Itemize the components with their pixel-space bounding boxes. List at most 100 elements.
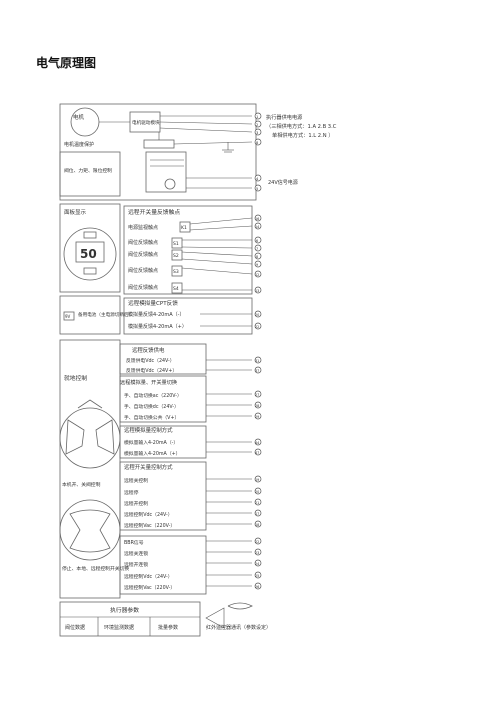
motor-symbol — [70, 107, 100, 137]
svg-text:8: 8 — [256, 141, 259, 145]
switch-ctrl-box — [119, 461, 207, 531]
svg-text:阀位数据: 阀位数据 — [65, 624, 85, 631]
svg-text:14: 14 — [255, 225, 259, 229]
right-wires — [206, 359, 252, 587]
svg-text:环境监测数据: 环境监测数据 — [104, 624, 134, 631]
svg-text:阀位反馈触点: 阀位反馈触点 — [128, 239, 158, 246]
knob-open-close — [59, 407, 121, 469]
svg-text:电源监视触点: 电源监视触点 — [128, 224, 158, 231]
svg-text:远程开关量控制方式: 远程开关量控制方式 — [124, 463, 173, 471]
battery-title: 备用电池（主电源切断后） — [78, 311, 133, 318]
svg-text:9: 9 — [256, 263, 258, 267]
svg-text:远程开控制: 远程开控制 — [124, 500, 148, 507]
page-title: 电气原理图 — [36, 56, 97, 70]
power-3phase: （三相供电方式：1.A 2.B 3.C — [266, 122, 337, 130]
svg-text:24: 24 — [255, 562, 259, 566]
svg-text:4: 4 — [256, 177, 259, 181]
svg-text:29: 29 — [255, 415, 259, 419]
motor-driver-label: 电机驱动模块 — [132, 119, 160, 126]
svg-text:26: 26 — [255, 585, 259, 589]
svg-text:反馈供电Vdc（24V-）: 反馈供电Vdc（24V-） — [126, 357, 175, 364]
svg-text:17: 17 — [255, 512, 259, 516]
svg-text:模拟量输入4-20mA（+）: 模拟量输入4-20mA（+） — [124, 450, 180, 457]
svg-text:模拟量输入4-20mA（-）: 模拟量输入4-20mA（-） — [124, 439, 178, 446]
top-terminals: 1 2 3 8 4 5 — [254, 112, 262, 192]
relay-box — [123, 205, 253, 295]
svg-text:25: 25 — [255, 574, 259, 578]
svg-text:22: 22 — [255, 540, 259, 544]
svg-text:阀位反馈触点: 阀位反馈触点 — [128, 284, 158, 291]
svg-text:远程控制Vdc（24V-）: 远程控制Vdc（24V-） — [124, 511, 173, 518]
output-24v-label: 24V信号电源 — [268, 179, 298, 186]
svg-text:远程模拟量控制方式: 远程模拟量控制方式 — [124, 426, 173, 434]
params-box — [59, 601, 201, 637]
panel-digits: 50 — [80, 247, 97, 261]
svg-text:批量参数: 批量参数 — [158, 624, 178, 631]
svg-text:47: 47 — [255, 451, 259, 455]
relay-title: 远程开关量反馈触点 — [128, 208, 180, 216]
svg-text:28: 28 — [255, 404, 259, 408]
svg-text:18: 18 — [255, 523, 259, 527]
analog-fb-title: 远程模拟量CPT反馈 — [128, 299, 178, 307]
svg-text:19: 19 — [255, 478, 259, 482]
battery-box — [59, 295, 121, 335]
analog-fb-box — [123, 297, 253, 335]
power-1phase: 单相供电方式：1.L 2.N ） — [272, 131, 333, 139]
svg-text:远程模拟量、开关量切换: 远程模拟量、开关量切换 — [120, 378, 178, 386]
svg-text:S4: S4 — [173, 286, 179, 292]
svg-text:23: 23 — [255, 551, 259, 555]
valve-pos-label: 阀位、力矩、限位控制 — [64, 167, 112, 174]
right-terminals: 31 37 27 28 29 44 47 19 20 21 17 18 22 2… — [254, 356, 262, 590]
svg-text:模拟量反馈4-20mA（-）: 模拟量反馈4-20mA（-） — [128, 311, 184, 318]
params-title: 执行器参数 — [110, 606, 139, 614]
local-title: 就地控制 — [64, 374, 87, 382]
svg-text:K1: K1 — [181, 225, 187, 231]
svg-text:阀位反馈触点: 阀位反馈触点 — [128, 251, 158, 258]
svg-text:手、自动切换公共（V+）: 手、自动切换公共（V+） — [124, 414, 179, 421]
svg-text:远程停: 远程停 — [124, 489, 139, 496]
svg-text:8: 8 — [256, 255, 258, 259]
svg-text:3: 3 — [256, 131, 258, 135]
svg-text:反馈供电Vdc（24V+）: 反馈供电Vdc（24V+） — [126, 367, 177, 374]
svg-text:13: 13 — [255, 289, 259, 293]
knob1-label: 本机开、关阀控制 — [62, 481, 101, 488]
motor-protect-label: 电机温度保护 — [64, 141, 94, 148]
svg-text:2: 2 — [256, 123, 258, 127]
svg-text:BBR信号: BBR信号 — [124, 539, 144, 546]
svg-text:远程控制Vdc（24V-）: 远程控制Vdc（24V-） — [124, 573, 173, 580]
svg-text:22: 22 — [255, 325, 259, 329]
svg-text:37: 37 — [255, 369, 259, 373]
svg-text:远程关控制: 远程关控制 — [124, 477, 148, 484]
svg-text:S3: S3 — [173, 269, 179, 275]
svg-text:6: 6 — [256, 239, 258, 243]
svg-text:1: 1 — [256, 115, 258, 119]
svg-text:5: 5 — [256, 187, 258, 191]
svg-text:12: 12 — [255, 273, 259, 277]
battery-cell: 9V — [65, 314, 71, 319]
analog-switch-box — [119, 375, 207, 423]
remote-power-box — [119, 343, 207, 375]
svg-text:手、自动切换dc（24V-）: 手、自动切换dc（24V-） — [124, 403, 179, 410]
transformer — [143, 139, 175, 149]
svg-text:远程控制Vac（220V-）: 远程控制Vac（220V-） — [124, 584, 175, 591]
svg-text:20: 20 — [255, 490, 259, 494]
svg-text:远程反馈供电: 远程反馈供电 — [132, 346, 165, 354]
svg-text:7: 7 — [256, 247, 258, 251]
relay-rows: 电源监视触点 阀位反馈触点 阀位反馈触点 阀位反馈触点 阀位反馈触点 K1 S1… — [128, 217, 253, 294]
svg-text:远程关连锁: 远程关连锁 — [124, 550, 148, 557]
svg-text:21: 21 — [255, 501, 259, 505]
svg-text:远程开连锁: 远程开连锁 — [124, 561, 148, 568]
knob-mode-select — [59, 499, 121, 561]
valve-control-box — [59, 151, 121, 197]
svg-text:S2: S2 — [173, 253, 179, 259]
power-title: 执行器供电电源 — [266, 113, 303, 121]
svg-text:手、自动切换ac（220V-）: 手、自动切换ac（220V-） — [124, 392, 182, 399]
svg-text:模拟量反馈4-20mA（+）: 模拟量反馈4-20mA（+） — [128, 323, 187, 330]
panel-title: 面板显示 — [64, 208, 87, 216]
panel-box — [59, 203, 121, 293]
params-note: 红外遥控器通讯（参数设定） — [206, 624, 271, 631]
svg-text:27: 27 — [255, 393, 259, 397]
svg-text:44: 44 — [255, 441, 259, 445]
supply-24v-block — [145, 151, 187, 193]
